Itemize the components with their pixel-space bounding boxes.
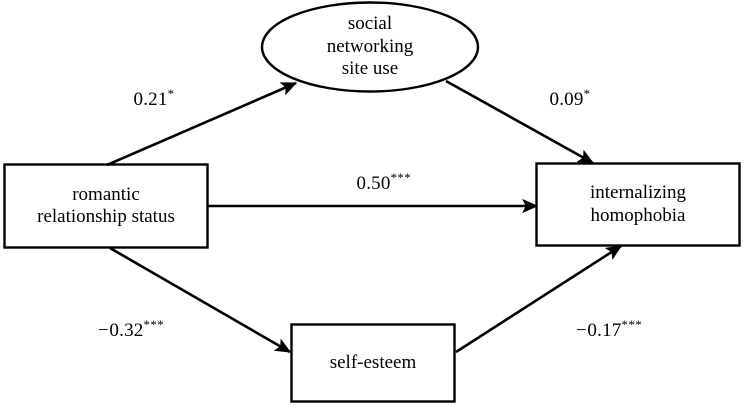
edge-stars-rrs-to-snsu: * (167, 86, 175, 101)
edge-coefficient-rrs-to-snsu: 0.21 (133, 89, 168, 111)
edge-coefficient-se-to-ih: 0.17 (587, 320, 622, 342)
edge-stars-rrs-to-ih: *** (390, 170, 412, 185)
edge-label-rrs-to-ih: 0.50*** (356, 170, 411, 195)
edge-label-rrs-to-se: −0.32*** (98, 317, 164, 342)
edge-stars-snsu-to-ih: * (583, 86, 591, 101)
edge-coefficient-snsu-to-ih: 0.09 (549, 89, 584, 111)
node-romantic-relationship-status (3, 163, 209, 249)
edge-coefficient-rrs-to-se: 0.32 (109, 320, 144, 342)
node-social-networking-site-use (260, 1, 480, 93)
edge-stars-rrs-to-se: *** (143, 317, 165, 332)
edge-label-snsu-to-ih: 0.09* (549, 86, 591, 111)
edge-sign-rrs-to-se: − (98, 320, 109, 342)
node-self-esteem (290, 323, 456, 403)
edge-rrs-to-snsu (106, 81, 298, 167)
edge-se-to-ih (455, 244, 623, 354)
edge-stars-se-to-ih: *** (621, 317, 643, 332)
edge-label-rrs-to-snsu: 0.21* (133, 86, 175, 111)
edge-label-se-to-ih: −0.17*** (576, 317, 642, 342)
edge-coefficient-rrs-to-ih: 0.50 (356, 173, 391, 195)
edge-snsu-to-ih (445, 79, 595, 165)
edge-rrs-to-se (109, 246, 292, 354)
edge-sign-se-to-ih: − (576, 320, 587, 342)
node-internalizing-homophobia (535, 162, 741, 247)
